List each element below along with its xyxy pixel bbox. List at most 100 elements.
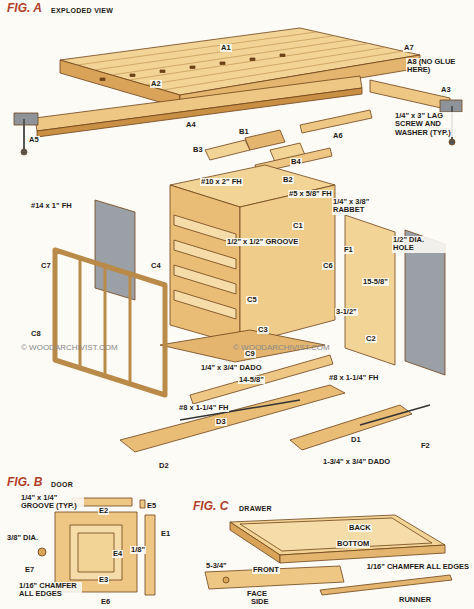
foot-d1 (290, 405, 412, 450)
callout-label: SIDE (250, 598, 270, 606)
callout-label: C2 (365, 335, 377, 343)
callout-label: EXPLODED VIEW (50, 7, 114, 15)
door-frame-c7 (55, 250, 165, 395)
figure-heading: FIG. C (192, 500, 229, 513)
callout-label: D3 (215, 418, 227, 426)
callout-label: C7 (40, 262, 52, 270)
callout-label: 1/8" (130, 546, 146, 554)
bench-top-edge (60, 60, 180, 108)
callout-label: C1 (292, 222, 304, 230)
dog-hole (130, 74, 135, 77)
figure-heading: FIG. B (6, 476, 43, 489)
dog-hole (250, 58, 255, 61)
dog-hole (160, 70, 165, 73)
callout-label: C8 (30, 330, 42, 338)
callout-label: BOTTOM (336, 540, 370, 548)
knob-e7 (38, 548, 46, 556)
callout-label: DOOR (50, 481, 74, 489)
callout-label: E5 (146, 502, 157, 510)
callout-label: A1 (220, 44, 232, 52)
callout-label: 14-5/8" (238, 376, 265, 384)
callout-label: RUNNER (398, 596, 432, 604)
callout-label: 15-5/8" (362, 278, 389, 286)
callout-label: D1 (350, 436, 362, 444)
callout-label: 5-3/4" (205, 562, 228, 570)
jaw-a3 (370, 80, 450, 110)
cabinet-side-c6 (240, 185, 335, 345)
callout-label: B4 (290, 158, 302, 166)
callout-label: C3 (257, 326, 269, 334)
callout-label: E7 (24, 566, 35, 574)
callout-label: 1/16" CHAMFER ALL EDGES (18, 582, 82, 599)
dog-hole (100, 78, 105, 81)
callout-label: #8 x 1-1/4" FH (178, 404, 229, 412)
figure-heading: FIG. A (6, 2, 43, 15)
threaded-rod (360, 405, 430, 425)
vise-knob (21, 149, 27, 155)
callout-label: C6 (322, 262, 334, 270)
slat-line (111, 40, 351, 75)
callout-label: 1/4" x 1/4" GROOVE (TYP.) (20, 494, 84, 511)
vise-knob (449, 139, 455, 145)
callout-label: E4 (112, 550, 123, 558)
callout-label: A8 (NO GLUE HERE) (406, 58, 470, 75)
panel-raise (78, 533, 114, 572)
drawer-inner (240, 518, 432, 551)
callout-label: #14 x 1" FH (30, 202, 73, 210)
side-panel-c2 (345, 215, 395, 365)
block-e5 (140, 500, 145, 508)
tray-c4 (174, 265, 236, 294)
callout-label: FACE (246, 590, 268, 598)
drawer-knob (223, 577, 229, 583)
drawer-front (230, 522, 280, 563)
callout-label: E3 (98, 576, 109, 584)
vise-hardware (14, 113, 38, 125)
slat-line (129, 43, 369, 80)
callout-label: A7 (403, 44, 415, 52)
callout-label: C5 (246, 296, 258, 304)
slat-line (163, 51, 403, 90)
callout-label: FRONT (252, 566, 280, 574)
callout-label: E6 (100, 598, 111, 606)
callout-label: #10 x 2" FH (200, 178, 243, 186)
door-bar (104, 266, 107, 376)
tray-c4 (174, 290, 236, 319)
door-frame (55, 512, 137, 592)
callout-label: 1/4" x 3/8" RABBET (332, 198, 392, 215)
block-b3 (205, 140, 250, 160)
callout-label: 3/8" DIA. (6, 534, 39, 542)
strip-a6 (300, 110, 372, 133)
dog-hole (280, 54, 285, 57)
callout-label: A6 (332, 132, 344, 140)
callout-label: BACK (348, 524, 372, 532)
watermark: © WOODARCHIVIST.COM (20, 344, 119, 353)
callout-label: 1/2" x 1/2" GROOVE (226, 238, 299, 246)
callout-label: 1/2" DIA. HOLE (392, 236, 446, 253)
callout-label: D2 (158, 462, 170, 470)
callout-label: A4 (185, 121, 197, 129)
callout-label: DRAWER (238, 505, 273, 513)
callout-label: B1 (238, 128, 250, 136)
callout-label: #8 x 1-1/4" FH (328, 374, 379, 382)
vise-handle (23, 119, 25, 150)
runner (320, 575, 452, 595)
callout-label: 1-3/4" x 3/4" DADO (322, 458, 391, 466)
callout-label: B2 (282, 176, 294, 184)
callout-label: 1/4" x 3" LAG SCREW AND WASHER (TYP.) (394, 112, 470, 137)
callout-label: F1 (343, 246, 354, 254)
block-b1 (245, 130, 285, 150)
stile-e1 (145, 515, 155, 595)
callout-label: A3 (440, 86, 452, 94)
callout-label: B3 (192, 146, 204, 154)
callout-label: #5 x 5/8" FH (288, 190, 333, 198)
dog-hole (220, 62, 225, 65)
slat-line (94, 36, 334, 70)
callout-label: 1/4" x 3/4" DADO (200, 364, 262, 372)
watermark: © WOODARCHIVIST.COM (232, 344, 331, 353)
callout-label: F2 (420, 442, 431, 450)
callout-label: 1/16" CHAMFER ALL EDGES (366, 563, 470, 571)
callout-label: E1 (160, 530, 171, 538)
callout-label: A5 (28, 136, 40, 144)
callout-label: C4 (150, 262, 162, 270)
